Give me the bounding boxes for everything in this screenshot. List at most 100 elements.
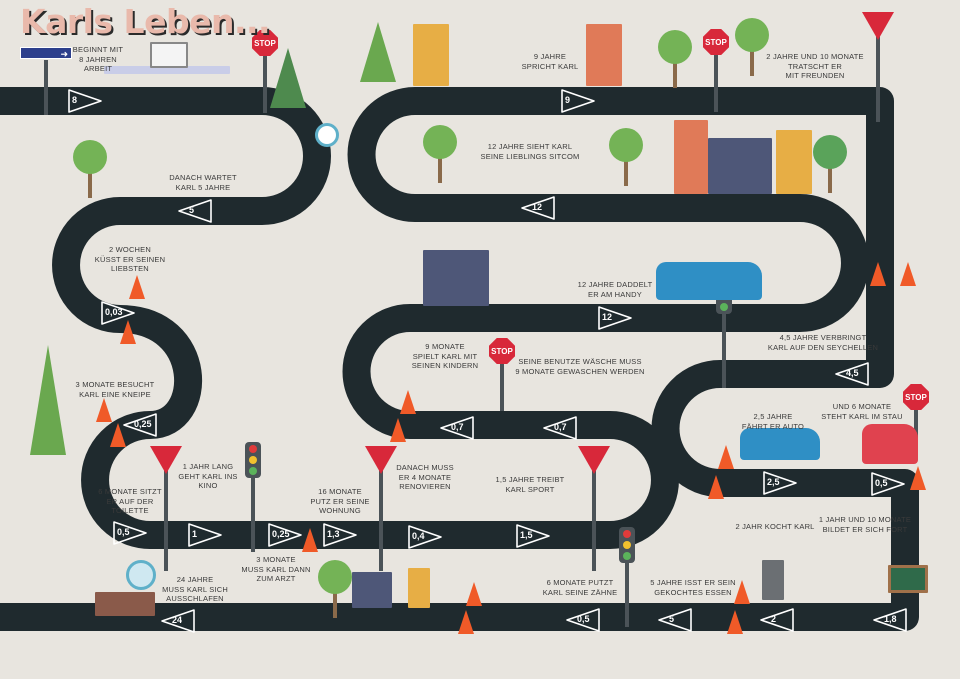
arrow-triangle-icon <box>323 523 357 547</box>
duration-marker-right: 2,5 <box>762 470 798 496</box>
duration-marker-left: 4,5 <box>834 361 870 387</box>
caption-text: 3 MONATE MUSS KARL DANN ZUM ARZT <box>241 555 311 583</box>
tree-trunk <box>333 588 337 618</box>
marker-value: 0,25 <box>272 529 290 539</box>
duration-marker-left: 0,7 <box>542 415 578 441</box>
tree-trunk <box>750 46 754 76</box>
traffic-cone-icon <box>870 262 886 286</box>
caption-text: 3 MONATE BESUCHT KARL EINE KNEIPE <box>75 380 155 399</box>
stop-sign-icon: STOP <box>903 384 929 410</box>
arrow-triangle-icon <box>561 89 595 113</box>
yield-sign-icon <box>862 12 894 40</box>
traffic-light-icon <box>619 527 635 563</box>
traffic-cone-icon <box>400 390 416 414</box>
duration-marker-right: 0,5 <box>870 471 906 497</box>
tree-trunk <box>624 156 628 186</box>
yield-sign-icon <box>365 446 397 474</box>
tree-trunk <box>438 153 442 183</box>
marker-value: 0,25 <box>134 419 152 429</box>
sign-pole <box>714 42 718 112</box>
marker-value: 0,5 <box>577 614 590 624</box>
marker-value: 8 <box>72 95 78 105</box>
arrow-triangle-icon <box>658 608 692 632</box>
pine-tree-icon <box>360 22 396 82</box>
duration-marker-right: 9 <box>560 88 596 114</box>
caption-text: 2,5 JAHRE FÄHRT ER AUTO <box>741 412 805 431</box>
stop-sign-icon: STOP <box>703 29 729 55</box>
stop-sign-icon: STOP <box>489 338 515 364</box>
car-icon <box>862 424 918 464</box>
caption-text: 12 JAHRE DADDELT ER AM HANDY <box>577 280 653 299</box>
tree-icon <box>658 30 692 64</box>
marker-value: 5 <box>669 614 675 624</box>
arrow-triangle-icon <box>268 523 302 547</box>
arrow-triangle-icon <box>161 609 195 633</box>
stove-icon <box>762 560 784 600</box>
arrow-triangle-icon <box>566 608 600 632</box>
page-title: Karls Leben... <box>20 2 271 41</box>
caption-text: 24 JAHRE MUSS KARL SICH AUSSCHLAFEN <box>162 575 228 603</box>
building-icon <box>776 130 812 194</box>
traffic-cone-icon <box>458 610 474 634</box>
traffic-cone-icon <box>727 610 743 634</box>
car-icon <box>740 428 820 460</box>
duration-marker-right: 8 <box>67 88 103 114</box>
one-way-sign: ➜ <box>20 47 72 59</box>
desk-icon <box>104 66 230 74</box>
bed-icon <box>95 592 155 616</box>
caption-text: 1 JAHR UND 10 MONATE BILDET ER SICH FORT <box>818 515 912 534</box>
marker-value: 9 <box>565 95 571 105</box>
traffic-cone-icon <box>910 466 926 490</box>
duration-marker-right: 1,3 <box>322 522 358 548</box>
building-icon <box>408 568 430 608</box>
sign-pole <box>164 466 168 571</box>
arrow-triangle-icon <box>835 362 869 386</box>
duration-marker-left: 2 <box>759 607 795 633</box>
marker-value: 4,5 <box>846 368 859 378</box>
marker-value: 0,5 <box>117 527 130 537</box>
marker-value: 12 <box>602 312 613 322</box>
clock-icon <box>126 560 156 590</box>
caption-text: 5 JAHRE ISST ER SEIN GEKOCHTES ESSEN <box>650 578 736 597</box>
sign-pole <box>722 308 726 388</box>
tree-icon <box>609 128 643 162</box>
marker-value: 5 <box>189 205 195 215</box>
marker-value: 2 <box>771 614 777 624</box>
traffic-cone-icon <box>96 398 112 422</box>
duration-marker-left: 0,7 <box>439 415 475 441</box>
marker-value: 0,5 <box>875 478 888 488</box>
traffic-light-icon <box>245 442 261 478</box>
duration-marker-right: 1 <box>187 522 223 548</box>
duration-marker-left: 5 <box>177 198 213 224</box>
pine-tree-icon <box>30 345 66 455</box>
caption-text: 9 MONATE SPIELT KARL MIT SEINEN KINDERN <box>411 342 479 370</box>
arrow-triangle-icon <box>543 416 577 440</box>
arrow-triangle-icon <box>188 523 222 547</box>
arrow-triangle-icon <box>521 196 555 220</box>
sign-pole <box>876 32 880 122</box>
caption-text: 1,5 JAHRE TREIBT KARL SPORT <box>495 475 565 494</box>
marker-value: 1,3 <box>327 529 340 539</box>
sign-pole <box>44 60 48 115</box>
duration-marker-left: 1,8 <box>872 607 908 633</box>
sign-pole <box>625 557 629 627</box>
marker-value: 1,5 <box>520 530 533 540</box>
sign-pole <box>379 466 383 571</box>
tree-icon <box>813 135 847 169</box>
caption-text: 6 MONATE SITZT ER AUF DER TOILETTE <box>98 487 162 515</box>
duration-marker-left: 24 <box>160 608 196 634</box>
arrow-triangle-icon <box>408 525 442 549</box>
caption-text: 16 MONATE PUTZ ER SEINE WOHNUNG <box>310 487 370 515</box>
caption-text: 2 WOCHEN KÜSST ER SEINEN LIEBSTEN <box>94 245 166 273</box>
caption-text: DANACH WARTET KARL 5 JAHRE <box>169 173 237 192</box>
caption-text: 1 JAHR LANG GEHT KARL INS KINO <box>178 462 238 490</box>
marker-value: 1 <box>192 529 198 539</box>
marker-value: 0,03 <box>105 307 123 317</box>
marker-value: 0,7 <box>554 422 567 432</box>
arrow-triangle-icon <box>763 471 797 495</box>
marker-value: 0,7 <box>451 422 464 432</box>
tree-icon <box>423 125 457 159</box>
yield-sign-icon <box>578 446 610 474</box>
duration-marker-right: 0,4 <box>407 524 443 550</box>
